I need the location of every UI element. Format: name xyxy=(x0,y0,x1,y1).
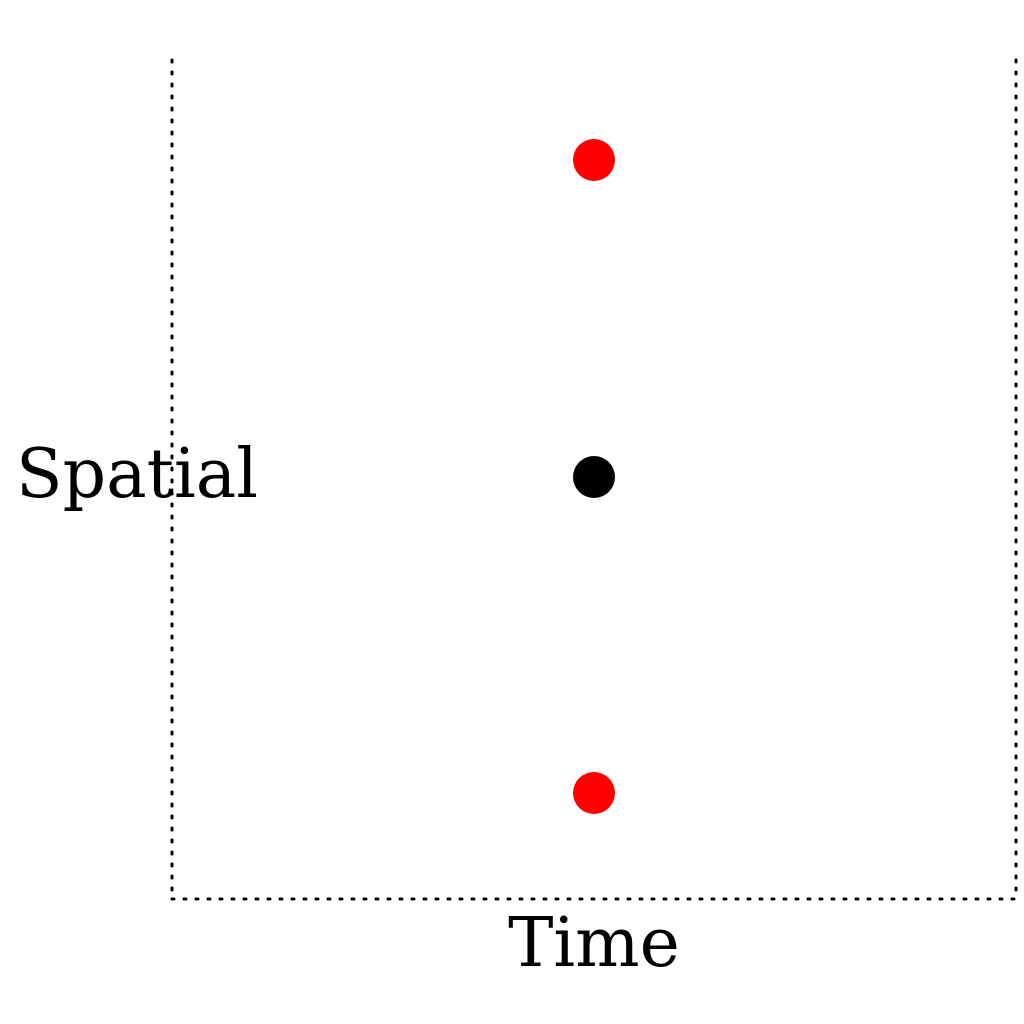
point-center xyxy=(573,456,615,498)
point-neighbor-bottom xyxy=(573,772,615,814)
x-axis-label: Time xyxy=(508,904,680,983)
point-neighbor-top xyxy=(573,139,615,181)
y-axis-label: Spatial xyxy=(16,435,258,514)
